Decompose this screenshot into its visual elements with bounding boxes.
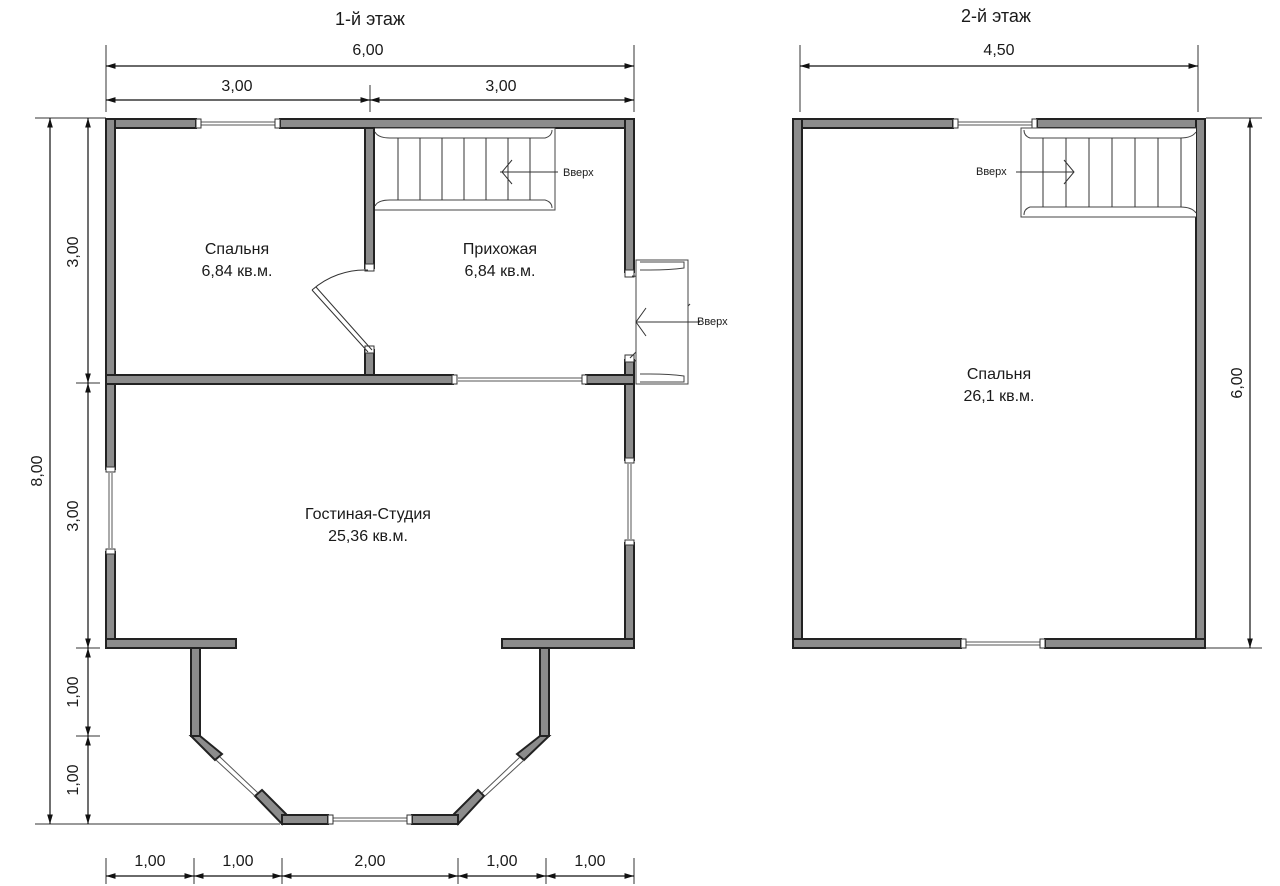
room-floor2-bedroom-area: 26,1 кв.м.	[964, 388, 1035, 405]
floor1-width-left: 3,00	[221, 78, 252, 95]
room-bedroom-name: Спальня	[205, 241, 269, 258]
floor1-bottom-dim-3: 2,00	[354, 853, 385, 870]
floor1-plan: 1-й этаж 6,00 3,00 3,00 8,00 3,	[29, 9, 728, 884]
floor1-windows	[105, 118, 635, 825]
floor1-depth-top: 3,00	[65, 236, 82, 267]
room-living-area: 25,36 кв.м.	[328, 528, 408, 545]
floor2-width: 4,50	[983, 42, 1014, 59]
floor2-depth: 6,00	[1229, 367, 1246, 398]
floor2-stairs: Вверх	[976, 127, 1197, 218]
room-living-name: Гостиная-Студия	[305, 506, 431, 523]
floor1-depth-bay2: 1,00	[65, 764, 82, 795]
floor2-title: 2-й этаж	[961, 6, 1031, 26]
floor1-depth-bay1: 1,00	[65, 676, 82, 707]
floor1-walls	[105, 118, 635, 826]
room-hall-name: Прихожая	[463, 241, 537, 258]
floor1-stairs: Вверх	[374, 127, 594, 211]
floor1-bottom-dim-2: 1,00	[222, 853, 253, 870]
floor1-porch: Вверх	[635, 259, 728, 385]
floor2-walls	[792, 118, 1206, 649]
floor1-total-width: 6,00	[352, 42, 383, 59]
room-hall-area: 6,84 кв.м.	[465, 263, 536, 280]
floor1-stairs-label: Вверх	[563, 167, 594, 179]
floor1-depth-mid: 3,00	[65, 500, 82, 531]
floor1-top-dimensions: 6,00 3,00 3,00	[105, 42, 635, 112]
floor1-bottom-dim-5: 1,00	[574, 853, 605, 870]
floor1-bottom-dimensions: 1,00 1,00 2,00 1,00 1,00	[105, 853, 635, 884]
floor1-porch-label: Вверх	[697, 316, 728, 328]
floor1-total-depth: 8,00	[29, 455, 46, 486]
floor1-bottom-dim-1: 1,00	[134, 853, 165, 870]
floor2-dimensions: 4,50 6,00	[799, 42, 1262, 649]
floor2-windows	[952, 118, 1046, 649]
floor1-left-dimensions: 8,00 3,00 3,00 1,00 1,00	[29, 117, 280, 825]
floor2-plan: 2-й этаж 4,50 6,00	[792, 6, 1262, 649]
floor1-width-right: 3,00	[485, 78, 516, 95]
floor2-stairs-label: Вверх	[976, 166, 1007, 178]
room-bedroom-area: 6,84 кв.м.	[202, 263, 273, 280]
floor1-title: 1-й этаж	[335, 9, 405, 29]
floor1-bottom-dim-4: 1,00	[486, 853, 517, 870]
room-floor2-bedroom-name: Спальня	[967, 366, 1031, 383]
